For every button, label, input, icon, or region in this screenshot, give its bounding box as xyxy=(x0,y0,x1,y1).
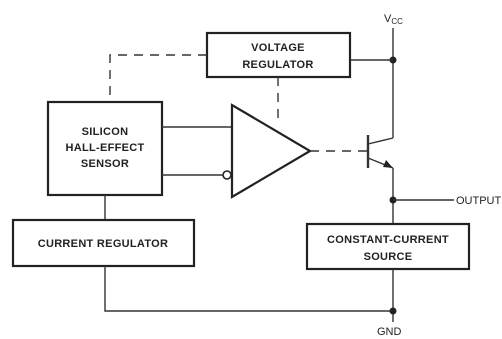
hall-sensor-label-line3: SENSOR xyxy=(81,158,129,170)
voltage-regulator-label-line1: VOLTAGE xyxy=(251,42,305,54)
vcc-terminal-label: VCC xyxy=(384,13,403,26)
output-transistor-symbol xyxy=(366,135,394,169)
hall-effect-sensor-block: SILICON HALL-EFFECT SENSOR xyxy=(46,100,164,197)
constant-current-label-line1: CONSTANT-CURRENT xyxy=(327,234,449,246)
ground-junction-dot xyxy=(389,307,397,315)
hall-sensor-label-line2: HALL-EFFECT xyxy=(65,142,144,154)
output-terminal-label: OUTPUT xyxy=(456,195,502,207)
ground-rail xyxy=(104,266,393,312)
differential-amplifier-symbol xyxy=(230,103,313,199)
current-regulator-label: CURRENT REGULATOR xyxy=(38,238,169,250)
constant-current-label-line2: SOURCE xyxy=(364,251,413,263)
gnd-terminal-label: GND xyxy=(377,326,402,338)
voltage-regulator-label-line2: REGULATOR xyxy=(242,59,313,71)
regulator-to-sensor-dashed-wire xyxy=(109,54,207,102)
inverting-input-bubble xyxy=(222,170,232,180)
constant-current-source-block: CONSTANT-CURRENT SOURCE xyxy=(305,222,471,271)
voltage-regulator-block: VOLTAGE REGULATOR xyxy=(205,31,352,79)
current-regulator-block: CURRENT REGULATOR xyxy=(11,218,196,268)
hall-sensor-label-line1: SILICON xyxy=(82,126,129,138)
